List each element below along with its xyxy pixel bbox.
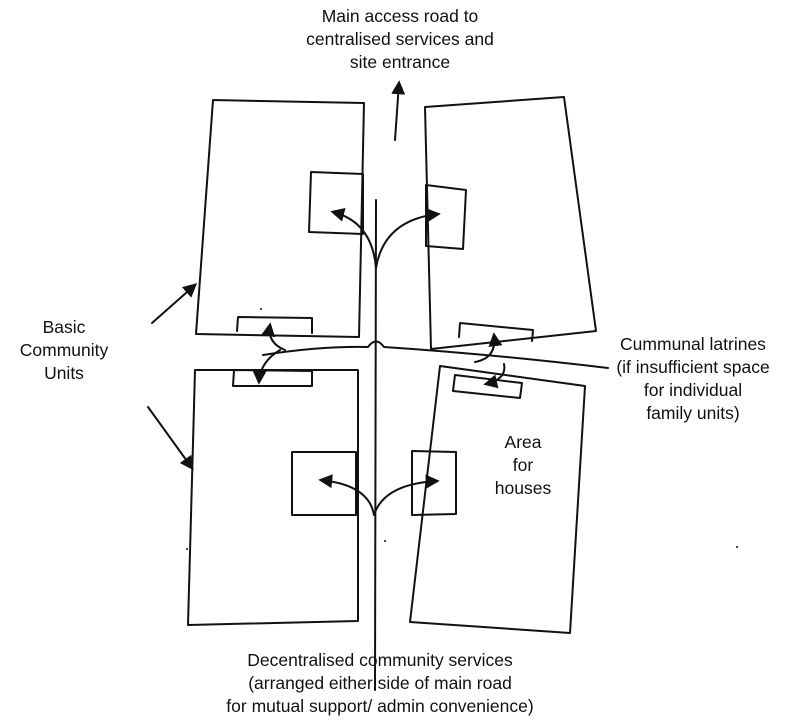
basic-community-units-line: Basic [42, 317, 86, 337]
arrow-to-top-left-service [330, 208, 377, 269]
basic-community-units-line: Community [19, 340, 109, 360]
service-square-top-right [425, 184, 467, 250]
area-for-houses-line: houses [494, 478, 552, 498]
community-unit-top-right [424, 96, 597, 350]
communal-latrines-line: Cummunal latrines [620, 334, 766, 354]
basic-community-units-line: Units [44, 363, 84, 383]
service-square-bottom-right [411, 450, 457, 516]
basic-community-units-label: Basic Community Units [10, 316, 118, 385]
arrow-to-top-left-latrine [261, 322, 286, 351]
communal-latrines-line: for individual [643, 380, 743, 400]
print-dot [384, 540, 386, 542]
decentralised-services-line: for mutual support/ admin convenience) [226, 696, 534, 716]
main-access-road-line: Main access road to [321, 6, 479, 26]
arrow-to-bottom-right-latrine [483, 363, 506, 389]
latrine-block-top-left [236, 316, 313, 334]
communal-latrines-label: Cummunal latrines (if insufficient space… [595, 333, 791, 425]
cross-path [262, 340, 609, 369]
latrine-block-top-right [458, 322, 534, 342]
main-access-road-line: centralised services and [306, 29, 494, 49]
service-square-bottom-left [291, 451, 357, 516]
decentralised-services-line: (arranged either side of main road [248, 673, 512, 693]
area-for-houses-line: Area [504, 432, 542, 452]
main-access-road-label: Main access road to centralised services… [255, 5, 545, 74]
community-unit-top-left [195, 99, 365, 338]
print-dot [260, 308, 262, 310]
pointer-to-lower-unit [147, 406, 194, 471]
print-dot [186, 548, 188, 550]
arrow-to-bottom-left-service [318, 474, 375, 516]
decentralised-services-line: Decentralised community services [247, 650, 513, 670]
community-unit-bottom-left [187, 369, 359, 626]
pointer-to-upper-unit [151, 283, 198, 324]
service-square-top-left [308, 171, 364, 235]
communal-latrines-line: family units) [646, 403, 740, 423]
latrine-block-bottom-left [232, 369, 313, 387]
road-north-arrow [391, 80, 406, 141]
print-dot [736, 546, 738, 548]
arrow-to-bottom-right-service [373, 474, 440, 516]
arrow-to-top-right-service [375, 208, 441, 269]
arrow-to-top-right-latrine [474, 332, 503, 363]
area-for-houses-line: for [512, 455, 534, 475]
latrine-block-bottom-right [452, 374, 523, 399]
communal-latrines-line: (if insufficient space [616, 357, 770, 377]
area-for-houses-label: Area for houses [478, 431, 568, 500]
main-access-road-line: site entrance [349, 52, 451, 72]
community-unit-bottom-right [409, 365, 586, 634]
arrow-to-bottom-left-latrine [252, 349, 281, 385]
main-access-road [374, 199, 377, 691]
decentralised-services-label: Decentralised community services (arrang… [180, 649, 580, 718]
